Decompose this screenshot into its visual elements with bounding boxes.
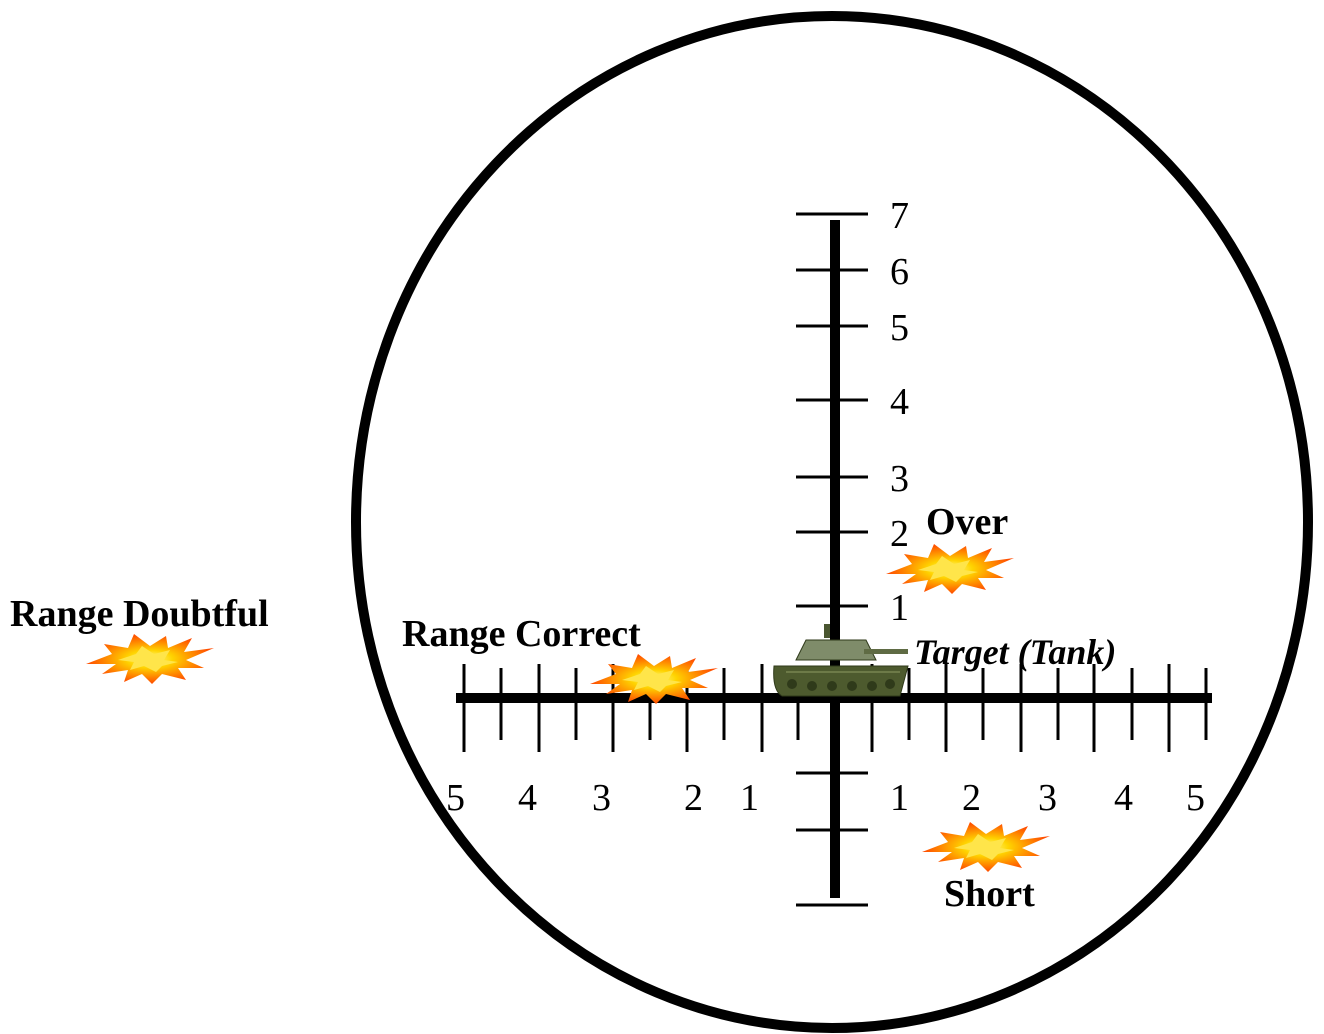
label-range-doubtful: Range Doubtful xyxy=(10,593,269,635)
horizontal-tick-label-right: 2 xyxy=(962,777,981,819)
scope-circle xyxy=(351,11,1313,1033)
vertical-scale: 1 2 3 4 5 6 7 xyxy=(796,195,909,907)
horizontal-tick-label-left: 4 xyxy=(518,777,537,819)
vertical-tick-label: 5 xyxy=(890,307,909,349)
label-short: Short xyxy=(944,873,1035,915)
horizontal-tick-label-left: 1 xyxy=(740,777,759,819)
vertical-tick-label: 7 xyxy=(890,195,909,237)
horizontal-tick-label-left: 3 xyxy=(592,777,611,819)
vertical-tick-label: 6 xyxy=(890,251,909,293)
label-range-correct: Range Correct xyxy=(402,613,641,655)
tank-icon xyxy=(773,624,909,697)
vertical-tick-label: 1 xyxy=(890,587,909,629)
burst-range-doubtful xyxy=(86,634,214,684)
horizontal-tick-label-right: 5 xyxy=(1186,777,1205,819)
horizontal-tick-label-right: 3 xyxy=(1038,777,1057,819)
horizontal-tick-label-left: 2 xyxy=(684,777,703,819)
label-over: Over xyxy=(926,501,1008,543)
vertical-tick-label: 2 xyxy=(890,513,909,555)
horizontal-tick-label-right: 1 xyxy=(890,777,909,819)
vertical-tick-label: 3 xyxy=(890,458,909,500)
vertical-tick-label: 4 xyxy=(890,381,909,423)
horizontal-tick-label-left: 5 xyxy=(446,777,465,819)
label-target: Target (Tank) xyxy=(914,632,1116,672)
horizontal-tick-label-right: 4 xyxy=(1114,777,1133,819)
burst-short xyxy=(922,822,1050,872)
